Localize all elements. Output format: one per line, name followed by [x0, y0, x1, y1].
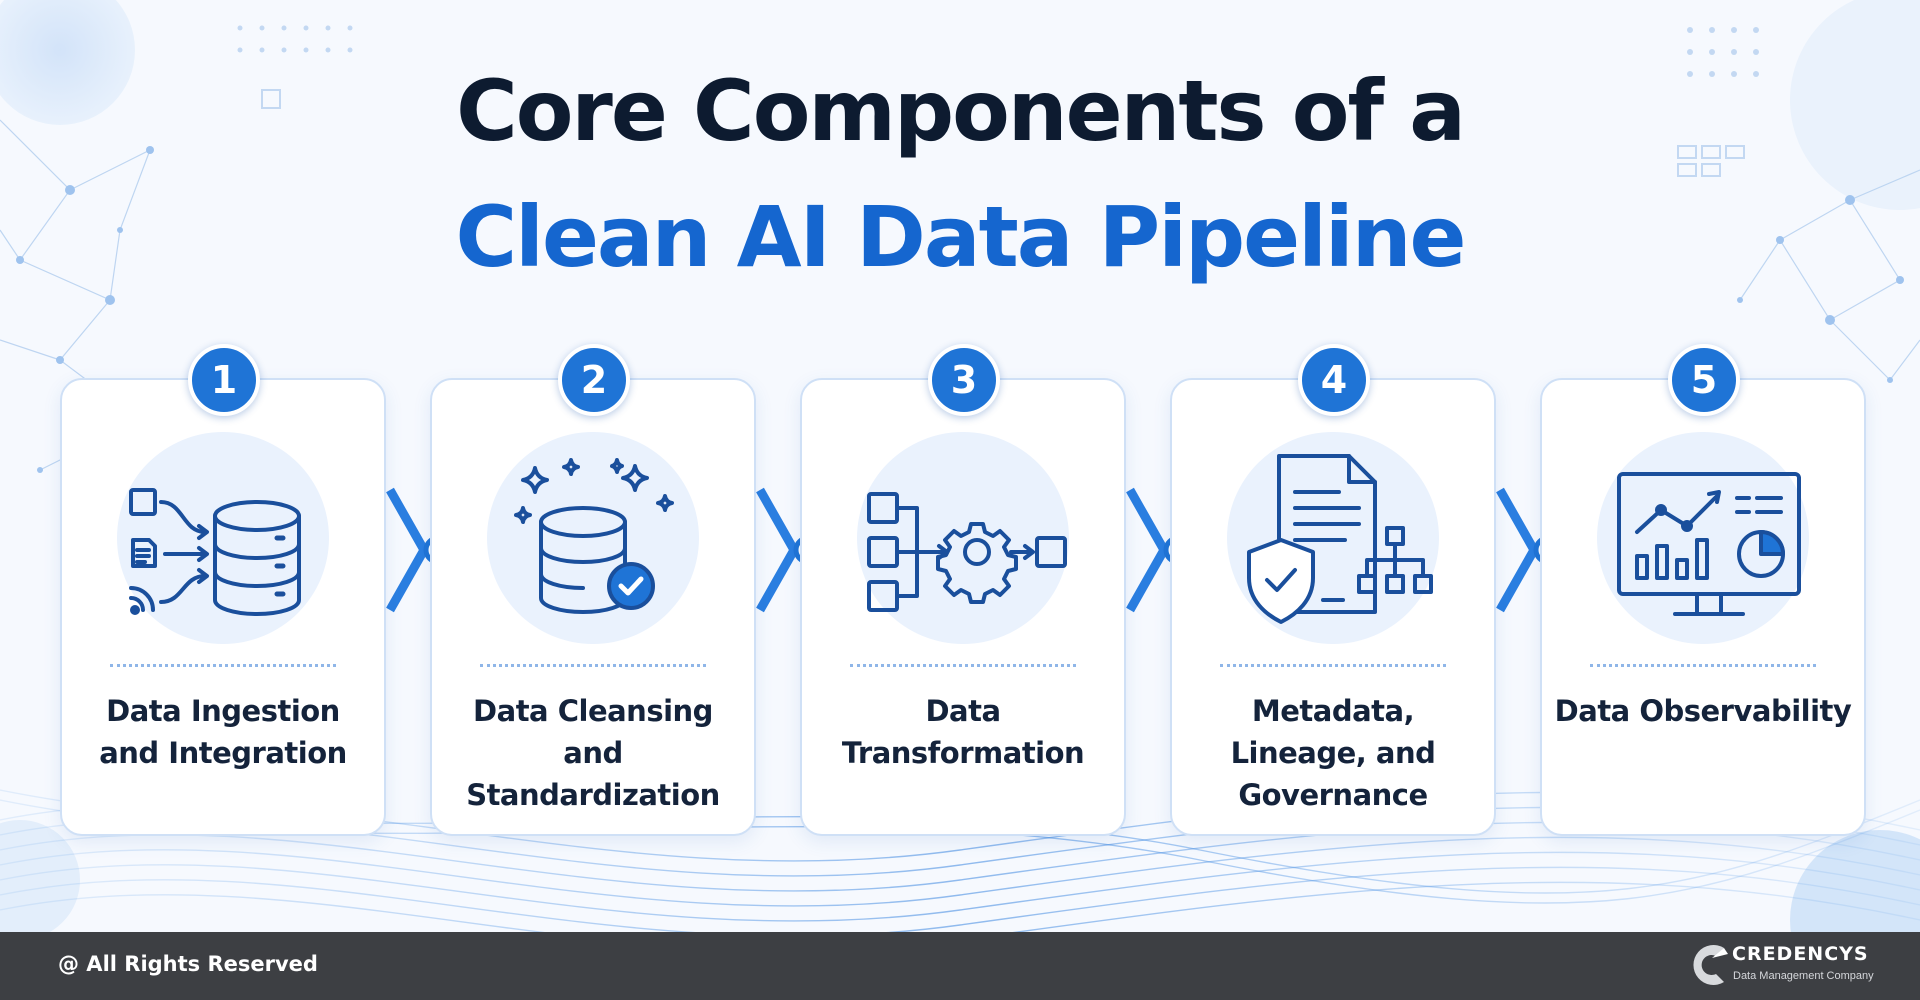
step-divider: [1590, 664, 1816, 667]
step-card-3: 3 Data Transformation: [800, 344, 1126, 836]
step-icon-container: [117, 432, 329, 644]
step-number-badge: 2: [558, 344, 630, 416]
step-icon-container: [857, 432, 1069, 644]
step-icon-container: [1597, 432, 1809, 644]
monitor-dashboard-icon: [1617, 472, 1801, 616]
step-label: Data Transformation: [841, 694, 1085, 770]
step-label: Metadata, Lineage, and Governance: [1230, 694, 1436, 812]
brand-tagline: Data Management Company: [1733, 970, 1874, 982]
step-divider: [850, 664, 1076, 667]
page-title-line-2: Clean AI Data Pipeline: [455, 188, 1467, 286]
step-number-badge: 4: [1298, 344, 1370, 416]
page-title-line-1: Core Components of a: [456, 62, 1466, 160]
database-check-icon: [514, 458, 674, 614]
step-card-2: 2 Data Cleansing and Standardization: [430, 344, 756, 836]
rights-text: @ All Rights Reserved: [58, 952, 318, 976]
step-number-badge: 3: [928, 344, 1000, 416]
step-card-5: 5 Data Observability: [1540, 344, 1866, 836]
document-shield-hierarchy-icon: [1247, 454, 1433, 624]
brand-logo-icon: [1693, 945, 1728, 985]
step-card-1: 1 Data Ingestion and Integration: [60, 344, 386, 836]
step-divider: [110, 664, 336, 667]
step-icon-container: [487, 432, 699, 644]
step-divider: [1220, 664, 1446, 667]
step-divider: [480, 664, 706, 667]
brand-name: CREDENCYS: [1732, 943, 1869, 965]
step-label: Data Ingestion and Integration: [99, 694, 347, 770]
step-label: Data Cleansing and Standardization: [466, 694, 720, 812]
footer-bar: @ All Rights Reserved CREDENCYS Data Man…: [0, 932, 1920, 1000]
step-number-badge: 5: [1668, 344, 1740, 416]
database-ingestion-icon: [129, 488, 301, 616]
step-card-4: 4 Metadata, Lineage, and Governance: [1170, 344, 1496, 836]
step-number-badge: 1: [188, 344, 260, 416]
gear-transform-icon: [867, 492, 1067, 612]
step-label: Data Observability: [1554, 694, 1852, 728]
step-icon-container: [1227, 432, 1439, 644]
